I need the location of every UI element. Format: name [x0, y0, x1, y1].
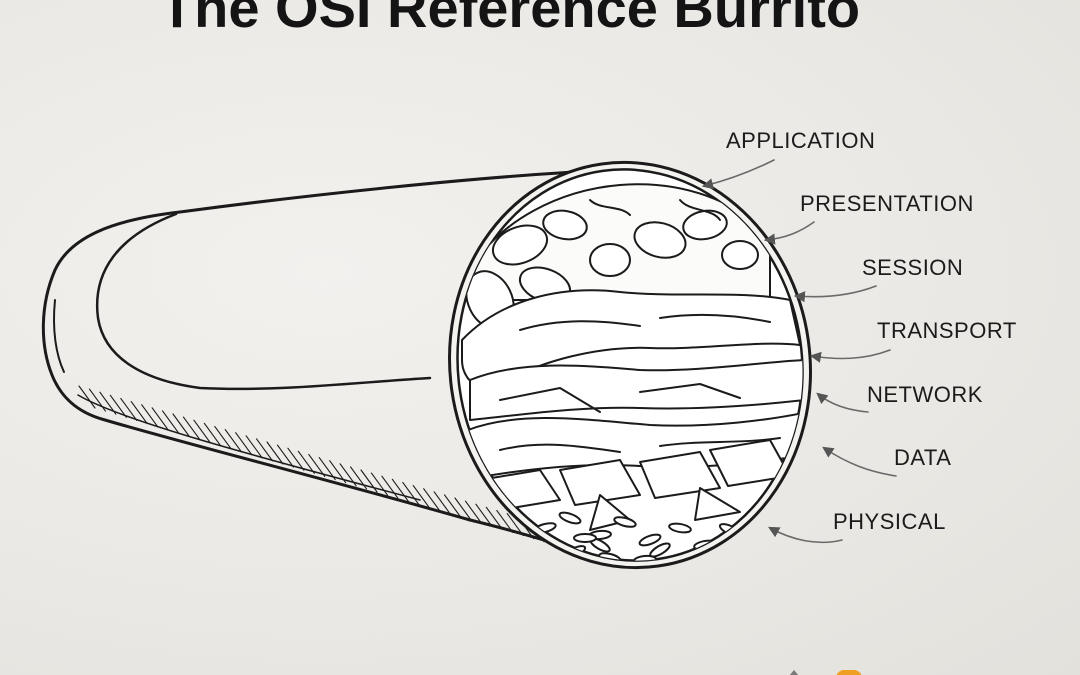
arrow-application: [701, 159, 775, 190]
label-transport: TRANSPORT: [877, 318, 1017, 343]
arrow-network: [816, 392, 869, 413]
label-data: DATA: [894, 445, 952, 470]
label-session: SESSION: [862, 255, 964, 280]
arrow-physical: [768, 526, 843, 544]
arrow-session: [793, 285, 877, 303]
brand-logo-icon: [789, 670, 862, 675]
label-physical: PHYSICAL: [833, 509, 946, 534]
label-presentation: PRESENTATION: [800, 191, 974, 216]
arrow-data: [822, 446, 897, 477]
arrow-presentation: [763, 221, 815, 245]
burrito-cross-section: [448, 160, 812, 570]
label-application: APPLICATION: [726, 128, 876, 153]
diagram-title: The OSI Reference Burrito: [159, 0, 861, 39]
label-arrows: [701, 159, 897, 544]
tortilla-body: [41, 168, 614, 562]
arrow-transport: [809, 349, 891, 363]
label-network: NETWORK: [867, 382, 983, 407]
